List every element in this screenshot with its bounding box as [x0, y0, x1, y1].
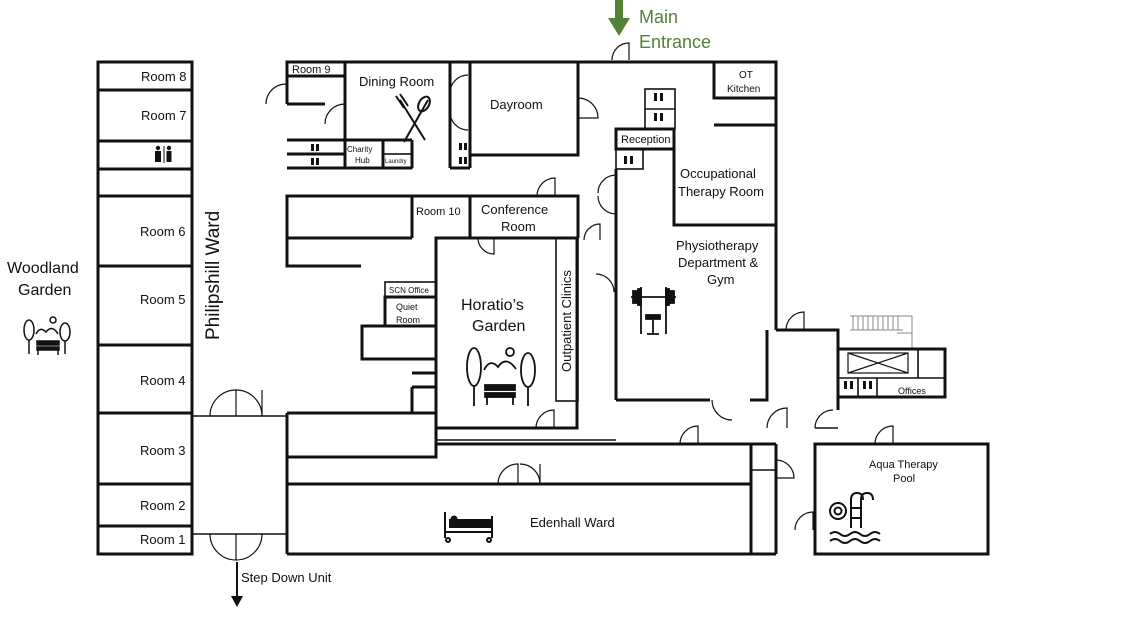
edenhall-block: [285, 425, 795, 556]
main-entrance-label-1: Main: [639, 7, 678, 27]
main-entrance-label-2: Entrance: [639, 32, 711, 52]
aqua-therapy-label-1: Aqua Therapy: [869, 459, 938, 471]
garden-bench-icon: [466, 347, 536, 406]
laundry-label: Laundry: [385, 159, 407, 165]
dayroom-label: Dayroom: [490, 97, 543, 112]
physiotherapy-label-1: Physiotherapy: [676, 238, 759, 253]
toilet-icon: [155, 145, 172, 163]
room-4-label: Room 4: [140, 373, 186, 388]
offices-label: Offices: [898, 386, 926, 396]
toilet-icon: [624, 93, 663, 164]
occupational-therapy-label-2: Therapy Room: [678, 184, 764, 199]
step-down-unit-label: Step Down Unit: [241, 570, 332, 585]
annex-block: [836, 347, 947, 399]
ot-kitchen-label-2: Kitchen: [727, 84, 760, 95]
room-10-label: Room 10: [416, 206, 461, 218]
room-8-label: Room 8: [141, 69, 187, 84]
aqua-therapy-label-2: Pool: [893, 473, 915, 485]
cutlery-icon: [395, 93, 431, 143]
room-6-label: Room 6: [140, 224, 186, 239]
main-entrance-marker: [608, 0, 630, 36]
philipshill-ward-rooms: [96, 60, 194, 556]
woodland-garden-label-2: Garden: [18, 282, 71, 299]
physiotherapy-label-3: Gym: [707, 272, 734, 287]
gym-icon: [631, 287, 676, 335]
aqua-therapy-block: [794, 409, 990, 556]
charity-hub-label-2: Hub: [355, 156, 370, 165]
hospital-bed-icon: [444, 512, 493, 543]
garden-bench-icon: [23, 316, 71, 355]
room-3-label: Room 3: [140, 443, 186, 458]
woodland-garden-label-1: Woodland: [7, 260, 79, 277]
quiet-room-label-1: Quiet: [396, 302, 418, 312]
philipshill-ward-label: Philipshill Ward: [203, 211, 224, 340]
charity-hub-label-1: Charity: [347, 145, 372, 154]
room-5-label: Room 5: [140, 292, 186, 307]
dining-room-label: Dining Room: [359, 74, 434, 89]
physiotherapy-label-2: Department &: [678, 255, 759, 270]
quiet-room-label-2: Room: [396, 315, 420, 325]
room-1-label: Room 1: [140, 532, 186, 547]
toilet-icon: [844, 381, 872, 389]
outpatient-clinics-label: Outpatient Clinics: [559, 270, 574, 372]
horatios-garden-label-2: Garden: [472, 318, 525, 335]
stairs-icon: [850, 315, 913, 349]
horatios-garden-label-1: Horatio’s: [461, 297, 524, 314]
conference-room-label-2: Room: [501, 219, 536, 234]
room-7-label: Room 7: [141, 108, 187, 123]
edenhall-ward-label: Edenhall Ward: [530, 515, 615, 530]
reception-label: Reception: [621, 134, 671, 146]
lift-icon: [847, 352, 909, 374]
room-2-label: Room 2: [140, 498, 186, 513]
scn-office-label: SCN Office: [389, 286, 429, 295]
ot-kitchen-label-1: OT: [739, 70, 753, 81]
corridor-doors-left: [192, 389, 287, 561]
room-9-label: Room 9: [292, 64, 331, 76]
toilet-icon: [311, 143, 467, 165]
swimming-pool-icon: [829, 491, 881, 544]
conference-room-label-1: Conference: [481, 202, 548, 217]
step-down-arrow: [231, 562, 243, 607]
occupational-therapy-label-1: Occupational: [680, 166, 756, 181]
